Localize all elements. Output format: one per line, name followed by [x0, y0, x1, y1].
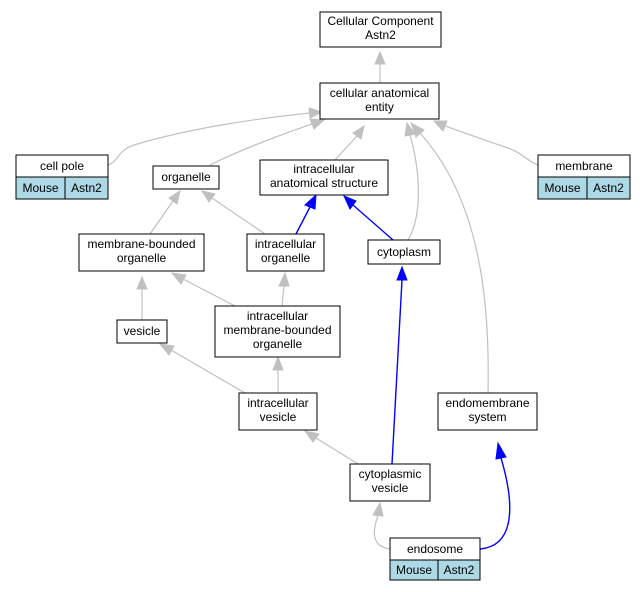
edge-iv-to-vesicle	[158, 343, 246, 394]
svg-text:Mouse: Mouse	[22, 181, 58, 195]
edge-cellpole-to-cae	[107, 107, 324, 166]
edge-endosome-to-endomembrane	[479, 441, 511, 550]
edge-vesicle-to-mbo	[136, 275, 148, 320]
node-intracellular-organelle[interactable]: intracellular organelle	[246, 233, 325, 272]
annotation-species-cell: Mouse	[15, 176, 66, 200]
annotation-gene-cell: Astn2	[64, 176, 109, 200]
node-label: organelle	[253, 337, 303, 351]
edge-cytoplasm-to-cae	[404, 121, 419, 241]
edge-cytoplasm-to-ias	[343, 195, 394, 241]
node-membrane[interactable]: membrane Mouse Astn2	[537, 154, 631, 200]
edge-ias-to-cae	[334, 124, 365, 161]
svg-text:Mouse: Mouse	[396, 563, 432, 577]
node-cellular-anatomical-entity[interactable]: cellular anatomical entity	[319, 82, 440, 120]
node-label: organelle	[161, 170, 211, 184]
node-intracellular-membrane-bounded-organelle[interactable]: intracellular membrane-bounded organelle	[214, 305, 341, 358]
node-organelle[interactable]: organelle	[152, 165, 220, 190]
node-label: membrane-bounded	[223, 323, 331, 337]
annotation-species-cell: Mouse	[537, 176, 588, 200]
node-membrane-bounded-organelle[interactable]: membrane-bounded organelle	[78, 233, 205, 272]
annotation-species-cell: Mouse	[389, 559, 439, 581]
svg-text:Astn2: Astn2	[71, 181, 102, 195]
node-label: endosome	[407, 542, 463, 556]
edge-mbo-to-organelle	[149, 189, 181, 235]
node-endosome[interactable]: endosome Mouse Astn2	[389, 537, 481, 581]
annotation-gene-cell: Astn2	[586, 176, 631, 200]
node-label: intracellular	[247, 396, 308, 410]
node-label: Cellular Component	[327, 14, 434, 28]
node-label: intracellular	[255, 237, 316, 251]
node-label: cell pole	[40, 159, 84, 173]
edge-io-to-organelle	[200, 190, 266, 235]
node-cytoplasmic-vesicle[interactable]: cytoplasmic vesicle	[349, 463, 431, 502]
svg-text:Mouse: Mouse	[544, 181, 580, 195]
node-label: cytoplasmic	[359, 467, 422, 481]
edge-cv-to-iv	[303, 430, 359, 465]
node-vesicle[interactable]: vesicle	[116, 319, 168, 344]
node-label: membrane-bounded	[87, 237, 195, 251]
node-label: membrane	[555, 159, 613, 173]
node-endomembrane-system[interactable]: endomembrane system	[437, 392, 538, 431]
svg-text:Astn2: Astn2	[444, 563, 475, 577]
edge-cae-to-root	[374, 50, 386, 83]
node-cytoplasm[interactable]: cytoplasm	[367, 239, 441, 265]
node-label: cellular anatomical	[330, 86, 429, 100]
node-label: cytoplasm	[377, 245, 431, 259]
node-label: endomembrane	[445, 396, 529, 410]
edge-imbo-to-io	[278, 271, 290, 307]
edge-membrane-to-cae	[432, 120, 539, 166]
node-label: anatomical structure	[270, 176, 378, 190]
node-label: system	[468, 410, 506, 424]
node-label: intracellular	[293, 162, 354, 176]
node-label: intracellular	[247, 309, 308, 323]
annotation-gene-cell: Astn2	[437, 559, 481, 581]
edge-endosome-to-cv	[372, 501, 391, 550]
edge-iv-to-imbo	[272, 355, 284, 393]
node-label: entity	[365, 100, 394, 114]
node-label: vesicle	[124, 324, 161, 338]
node-label: vesicle	[372, 481, 409, 495]
edge-cv-to-cytoplasm	[391, 265, 408, 465]
edge-endomembrane-to-cae	[410, 121, 489, 394]
edge-io-to-ias	[295, 193, 317, 235]
node-cell-pole[interactable]: cell pole Mouse Astn2	[15, 154, 109, 200]
node-intracellular-vesicle[interactable]: intracellular vesicle	[238, 392, 318, 431]
edge-imbo-to-mbo	[170, 272, 236, 307]
node-cellular-component[interactable]: Cellular Component Astn2	[319, 11, 442, 48]
edge-organelle-to-cae	[209, 118, 326, 166]
node-label: organelle	[261, 251, 311, 265]
node-intracellular-anatomical-structure[interactable]: intracellular anatomical structure	[259, 159, 389, 196]
node-label: Astn2	[365, 28, 396, 42]
node-label: organelle	[117, 251, 167, 265]
svg-text:Astn2: Astn2	[593, 181, 624, 195]
node-label: vesicle	[260, 410, 297, 424]
